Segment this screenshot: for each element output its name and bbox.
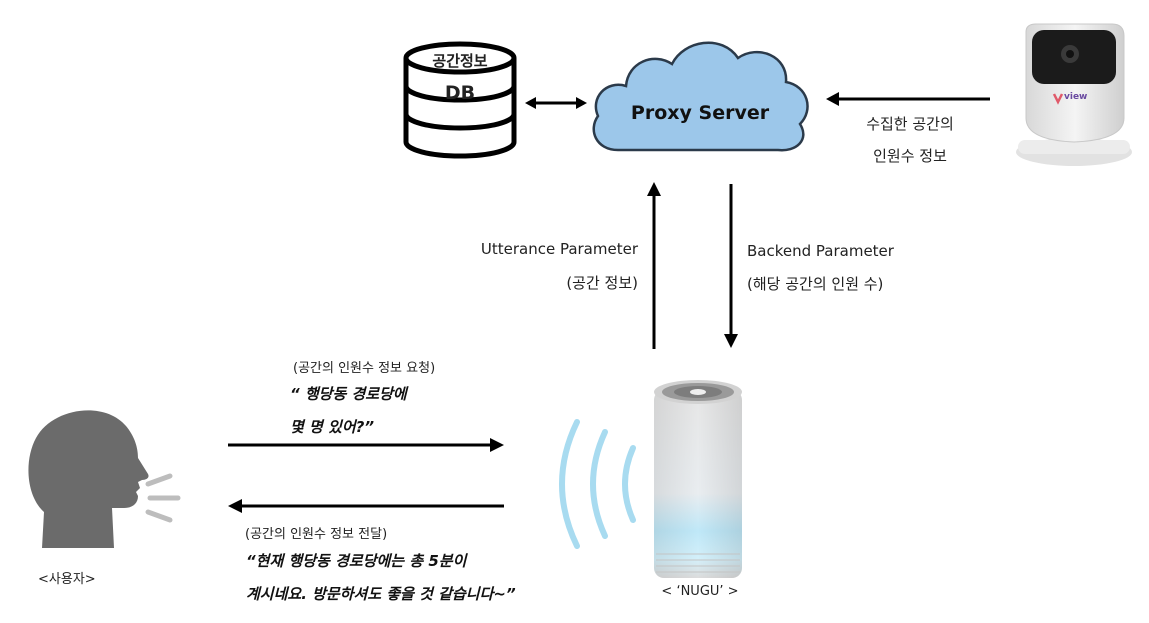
camera-device	[1012, 22, 1132, 172]
response-quote-line1: “현재 행당동 경로당에는 총 5분이	[246, 552, 467, 570]
response-quote-line2: 계시네요. 방문하셔도 좋을 것 같습니다~”	[246, 585, 516, 603]
smart-speaker-icon	[654, 380, 742, 578]
request-arrow	[228, 438, 504, 452]
request-quote-line1: “ 행당동 경로당에	[290, 385, 407, 403]
camera-brand: view	[1064, 92, 1088, 102]
user-label: <사용자>	[38, 572, 96, 587]
proxy-server-cloud	[592, 41, 809, 152]
camera-to-server-arrow	[826, 92, 990, 106]
db-cylinder	[400, 40, 520, 160]
sound-waves	[559, 419, 636, 549]
db-label-top: 공간정보	[432, 52, 488, 70]
utterance-label-line2: (공간 정보)	[566, 274, 638, 292]
backend-down-arrow	[724, 184, 738, 348]
response-caption: (공간의 인원수 정보 전달)	[245, 527, 388, 542]
nugu-speaker	[652, 378, 744, 580]
camera-caption-line2: 인원수 정보	[873, 147, 947, 165]
request-quote-line2: 몇 명 있어?”	[290, 418, 375, 436]
nugu-label: < ‘NUGU’ >	[661, 584, 739, 599]
database-icon	[403, 41, 517, 159]
camera-icon	[1016, 23, 1132, 166]
request-caption: (공간의 인원수 정보 요청)	[293, 361, 436, 376]
backend-label-line1: Backend Parameter	[747, 242, 894, 260]
user-silhouette	[20, 400, 190, 555]
camera-caption-line1: 수집한 공간의	[866, 115, 954, 133]
proxy-server-label: Proxy Server	[630, 102, 770, 124]
speaking-person-icon	[28, 410, 181, 548]
backend-label-line2: (해당 공간의 인원 수)	[747, 275, 884, 293]
utterance-up-arrow	[647, 182, 661, 349]
db-label-main: DB	[444, 82, 476, 104]
response-arrow	[228, 499, 504, 513]
utterance-label-line1: Utterance Parameter	[480, 240, 638, 258]
db-cloud-double-arrow	[525, 97, 587, 109]
